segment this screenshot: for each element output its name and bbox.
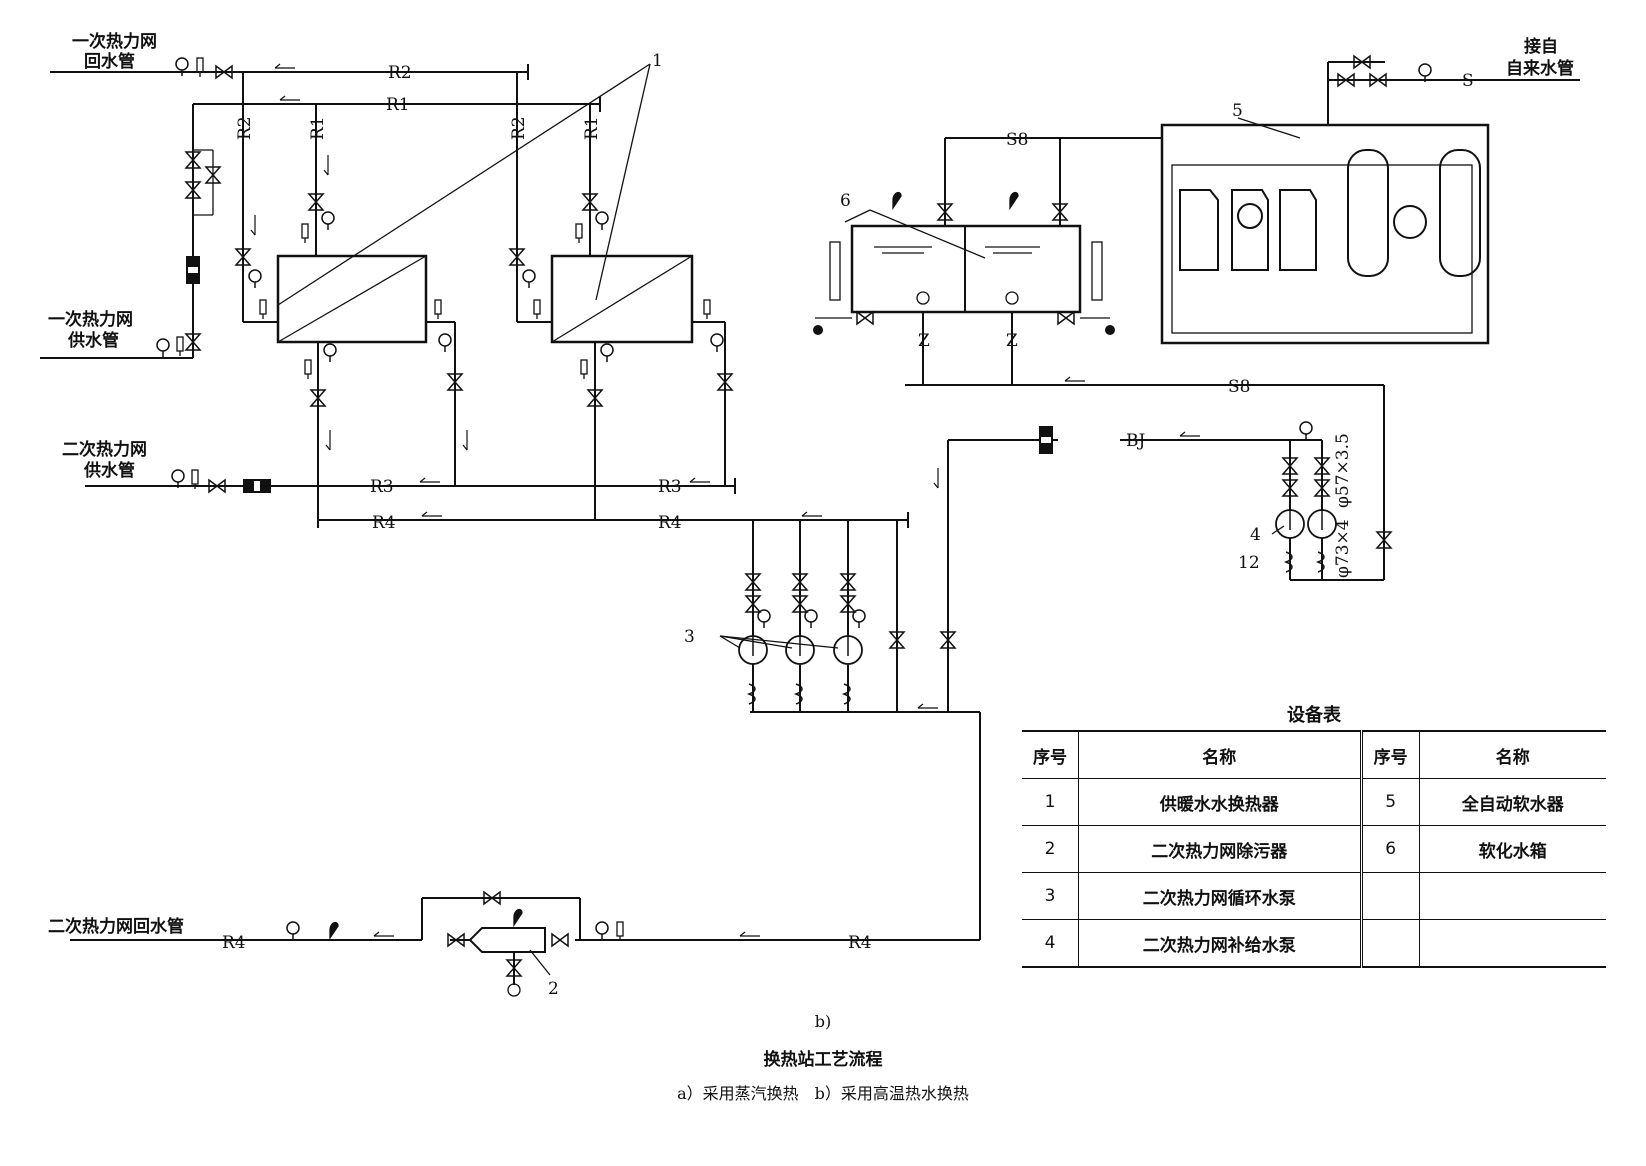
- equipment-table-grid: 序号 名称 序号 名称 1 供暖水水换热器 5 全自动软水器 2 二次热力网除污…: [1022, 730, 1606, 968]
- svg-text:R3: R3: [370, 477, 394, 497]
- svg-text:R2: R2: [509, 116, 529, 140]
- svg-text:接自: 接自: [1524, 36, 1558, 57]
- svg-text:R1: R1: [582, 116, 602, 140]
- svg-text:2: 2: [548, 979, 559, 999]
- cell-name: [1418, 872, 1606, 920]
- header-name: 名称: [1078, 731, 1362, 779]
- table-row: 1 供暖水水换热器 5 全自动软水器: [1022, 778, 1606, 826]
- svg-text:R2: R2: [388, 63, 412, 83]
- svg-text:4: 4: [1250, 525, 1261, 545]
- callout-1-leaders: [277, 63, 651, 306]
- cell-index: 4: [1022, 919, 1079, 968]
- svg-text:φ73×4: φ73×4: [1333, 519, 1353, 578]
- table-row: 4 二次热力网补给水泵: [1022, 919, 1606, 968]
- svg-text:6: 6: [840, 191, 851, 211]
- secondary-supply-R3: [85, 469, 736, 494]
- figure-title: 换热站工艺流程: [763, 1050, 883, 1070]
- header-index: 序号: [1022, 731, 1079, 779]
- header-name: 名称: [1418, 731, 1606, 779]
- svg-text:一次热力网: 一次热力网: [72, 31, 157, 52]
- equipment-table: 设备表 序号 名称 序号 名称 1 供暖水水换热器 5 全自动软水器 2 二次热…: [1022, 702, 1606, 968]
- secondary-return-pipe: [70, 891, 980, 997]
- equipment-table-title: 设备表: [1287, 705, 1341, 726]
- svg-text:二次热力网: 二次热力网: [62, 439, 147, 460]
- svg-text:S8: S8: [1006, 130, 1028, 150]
- svg-text:R1: R1: [308, 116, 328, 140]
- cell-index: [1359, 872, 1420, 920]
- primary-return-pipe: [50, 57, 529, 80]
- svg-text:回水管: 回水管: [84, 51, 135, 72]
- cell-name: 二次热力网除污器: [1078, 825, 1362, 873]
- svg-text:R4: R4: [848, 933, 872, 953]
- svg-text:供水管: 供水管: [67, 330, 119, 351]
- table-header-row: 序号 名称 序号 名称: [1022, 731, 1606, 779]
- cell-name: 供暖水水换热器: [1078, 778, 1362, 826]
- svg-text:S: S: [1462, 71, 1474, 91]
- svg-text:1: 1: [652, 51, 663, 71]
- svg-text:二次热力网回水管: 二次热力网回水管: [48, 916, 184, 937]
- svg-text:供水管: 供水管: [83, 460, 135, 481]
- svg-text:Z: Z: [1006, 331, 1018, 351]
- svg-text:5: 5: [1232, 101, 1243, 121]
- primary-R1-header: [193, 95, 601, 112]
- cell-name: [1418, 919, 1606, 968]
- heat-exchanger-1: [235, 72, 468, 520]
- cell-index: [1359, 919, 1420, 968]
- table-row: 2 二次热力网除污器 6 软化水箱: [1022, 825, 1606, 873]
- svg-text:R2: R2: [235, 116, 255, 140]
- softened-water-tank: [813, 191, 1384, 386]
- svg-text:BJ: BJ: [1126, 431, 1145, 451]
- svg-text:φ57×3.5: φ57×3.5: [1333, 433, 1353, 508]
- figure-sub-label: b): [814, 1012, 832, 1031]
- cell-name: 软化水箱: [1418, 825, 1606, 873]
- svg-text:12: 12: [1238, 553, 1260, 573]
- table-row: 3 二次热力网循环水泵: [1022, 872, 1606, 920]
- cell-name: 二次热力网补给水泵: [1078, 919, 1362, 968]
- cell-name: 全自动软水器: [1418, 778, 1606, 826]
- cell-index: 6: [1359, 825, 1420, 873]
- svg-text:Z: Z: [918, 331, 930, 351]
- svg-text:一次热力网: 一次热力网: [48, 309, 133, 330]
- labels: 一次热力网 回水管 一次热力网 供水管 二次热力网 供水管 二次热力网回水管 接…: [48, 31, 1574, 999]
- header-index: 序号: [1359, 731, 1420, 779]
- figure-subtitle: a）采用蒸汽换热 b）采用高温热水换热: [677, 1084, 969, 1103]
- svg-text:R1: R1: [386, 95, 410, 115]
- svg-text:R4: R4: [222, 933, 246, 953]
- circulation-pumps: [719, 520, 981, 940]
- cell-index: 3: [1022, 872, 1079, 920]
- svg-text:R4: R4: [658, 513, 682, 533]
- cell-index: 2: [1022, 825, 1079, 873]
- S8-feed-line: [844, 137, 1162, 259]
- svg-text:自来水管: 自来水管: [1506, 58, 1574, 79]
- svg-text:R3: R3: [658, 477, 682, 497]
- primary-supply-pipe: [40, 104, 221, 359]
- svg-text:R4: R4: [372, 513, 396, 533]
- heat-exchanger-2: [509, 72, 733, 520]
- svg-text:S8: S8: [1228, 377, 1250, 397]
- makeup-water-line: [933, 385, 1392, 712]
- cell-index: 5: [1359, 778, 1420, 826]
- cell-name: 二次热力网循环水泵: [1078, 872, 1362, 920]
- cell-index: 1: [1022, 778, 1079, 826]
- auto-water-softener: [1160, 55, 1580, 345]
- secondary-R4-header: [317, 511, 909, 528]
- svg-text:3: 3: [684, 627, 695, 647]
